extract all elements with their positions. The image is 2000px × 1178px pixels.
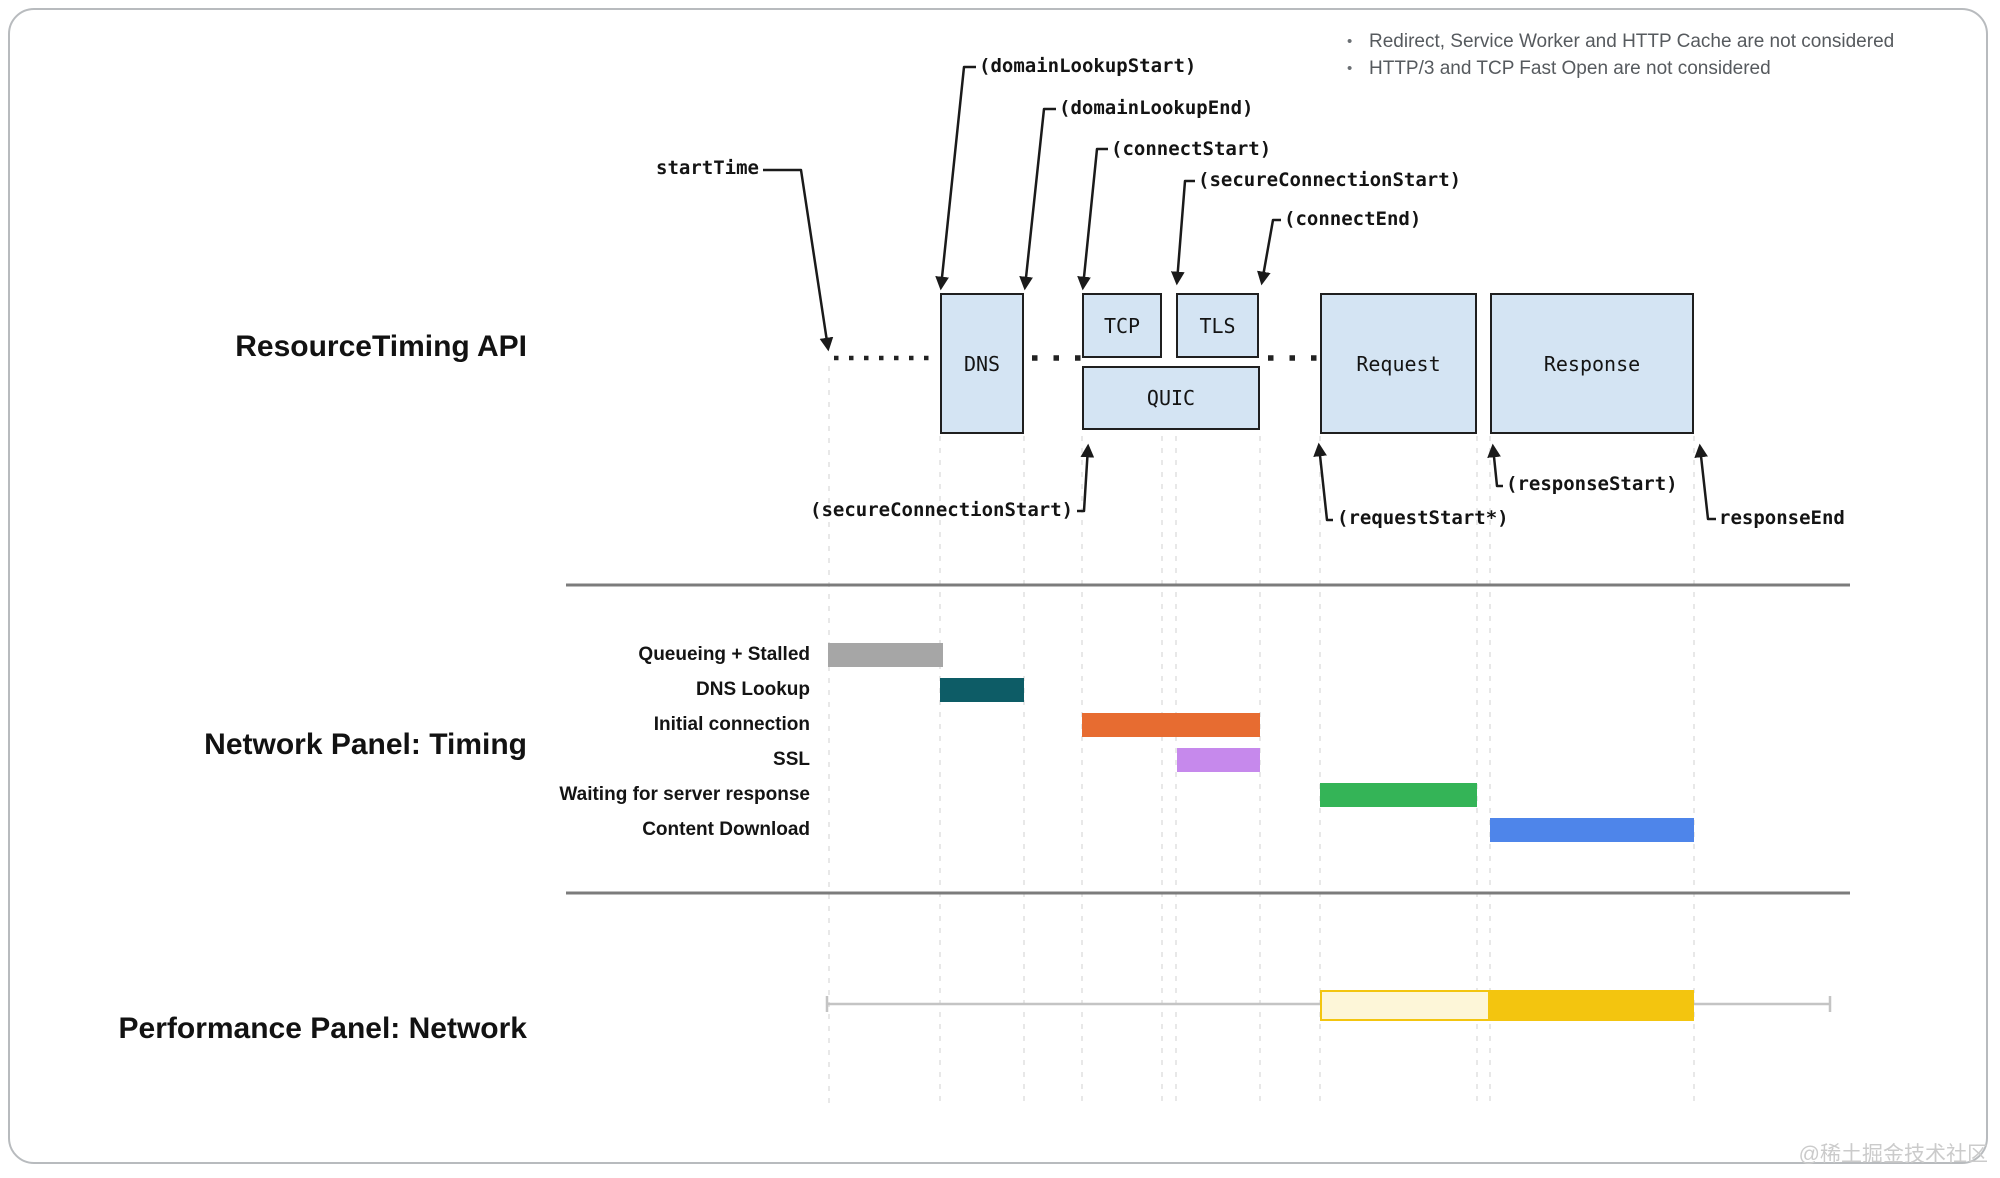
bullet-icon: • — [1347, 33, 1353, 50]
box-dns: DNS — [940, 293, 1024, 434]
event-label-response-start: (responseStart) — [1506, 473, 1678, 495]
row-label-initial-connection: Initial connection — [653, 714, 810, 735]
connector-response-start — [1487, 443, 1503, 488]
bar-waiting-server-response — [1320, 783, 1477, 807]
connector-domain-lookup-start — [935, 65, 976, 291]
connector-connect-start — [1077, 147, 1108, 291]
box-response: Response — [1490, 293, 1694, 434]
bullet-icon: • — [1347, 60, 1353, 77]
bar-queueing-stalled — [828, 643, 943, 667]
row-label-dns-lookup: DNS Lookup — [696, 679, 810, 700]
row-label-waiting-server-response: Waiting for server response — [559, 784, 810, 805]
bar-initial-connection — [1082, 713, 1260, 737]
event-label-request-start: (requestStart*) — [1337, 507, 1509, 529]
row-label-ssl: SSL — [773, 749, 810, 770]
box-tcp: TCP — [1082, 293, 1162, 358]
event-label-connect-start: (connectStart) — [1111, 138, 1272, 160]
box-tls: TLS — [1176, 293, 1259, 358]
section-label-network-panel-timing: Network Panel: Timing — [204, 728, 527, 761]
performance-bar-request-phase — [1320, 990, 1490, 1021]
section-label-performance-panel-network: Performance Panel: Network — [118, 1012, 527, 1045]
section-label-resource-timing-api: ResourceTiming API — [235, 330, 527, 363]
event-label-domain-lookup-end: (domainLookupEnd) — [1059, 97, 1254, 119]
box-request: Request — [1320, 293, 1477, 434]
connector-secure-connection-start-top — [1170, 179, 1195, 286]
performance-bar-response-phase — [1490, 990, 1694, 1021]
connector-domain-lookup-end — [1019, 107, 1056, 291]
connector-arrows — [763, 65, 1716, 522]
event-label-connect-end: (connectEnd) — [1284, 208, 1422, 230]
event-label-secure-connection-start-top: (secureConnectionStart) — [1198, 169, 1462, 191]
connector-request-start — [1313, 442, 1333, 522]
note-text-1: Redirect, Service Worker and HTTP Cache … — [1369, 31, 1895, 52]
notes-block: • Redirect, Service Worker and HTTP Cache… — [1347, 28, 1894, 82]
connector-secure-connection-start-bottom — [1077, 443, 1095, 513]
box-quic: QUIC — [1082, 366, 1260, 430]
section-separators — [566, 583, 1850, 895]
event-label-start-time: startTime — [656, 157, 759, 179]
row-label-content-download: Content Download — [642, 819, 810, 840]
connector-response-end — [1694, 443, 1716, 521]
timeline-guides — [828, 366, 1695, 1105]
event-label-domain-lookup-start: (domainLookupStart) — [979, 55, 1197, 77]
event-label-response-end: responseEnd — [1719, 507, 1845, 529]
event-label-secure-connection-start-bottom: (secureConnectionStart) — [810, 499, 1074, 521]
connector-connect-end — [1257, 218, 1281, 286]
note-text-2: HTTP/3 and TCP Fast Open are not conside… — [1369, 58, 1771, 79]
watermark: @稀土掘金技术社区 — [1798, 1143, 1988, 1166]
bar-dns-lookup — [940, 678, 1024, 702]
note-line-1: • Redirect, Service Worker and HTTP Cache… — [1347, 28, 1894, 55]
bar-ssl — [1177, 748, 1260, 772]
row-label-queueing-stalled: Queueing + Stalled — [638, 644, 810, 665]
note-line-2: • HTTP/3 and TCP Fast Open are not consid… — [1347, 55, 1894, 82]
connector-start-time — [763, 168, 834, 352]
bar-content-download — [1490, 818, 1694, 842]
